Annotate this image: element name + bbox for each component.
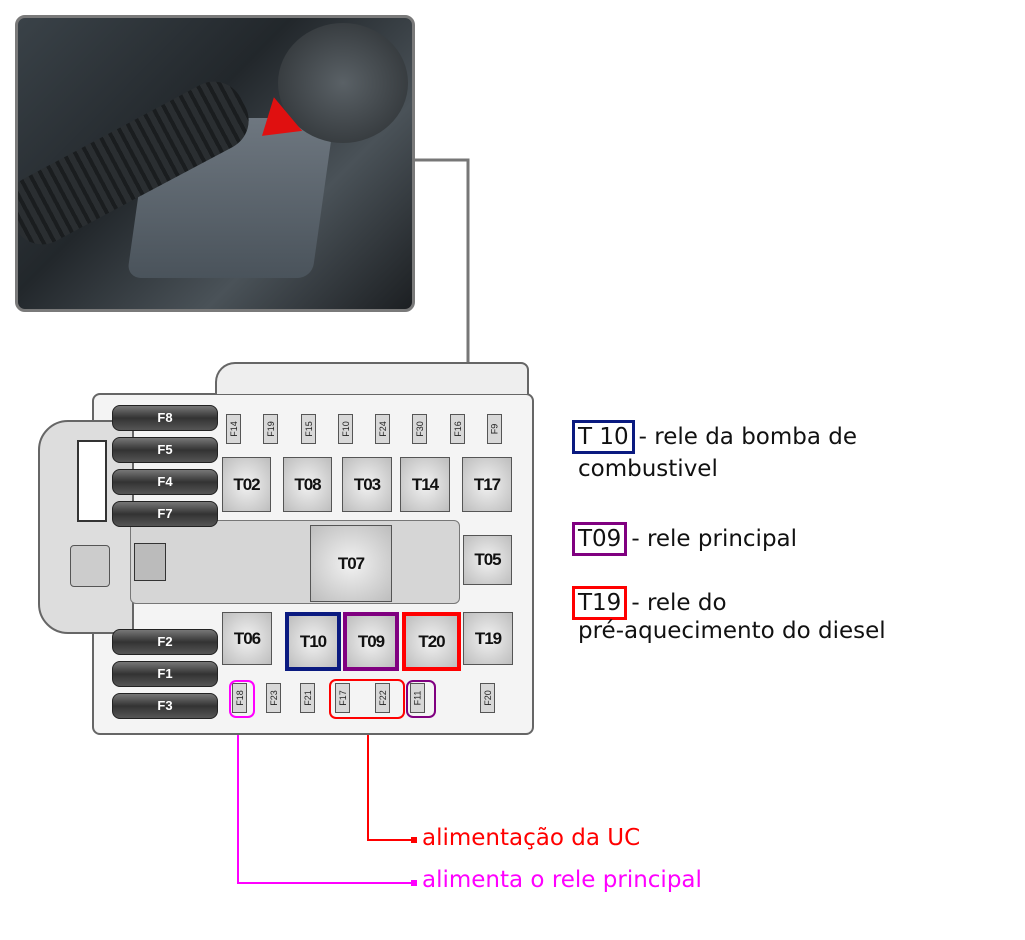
relay-highlighted: T09 (343, 612, 399, 671)
mini-fuse: F23 (266, 683, 281, 713)
relay-highlighted: T20 (402, 612, 461, 671)
mini-fuse-label: F20 (482, 690, 493, 706)
relay: T14 (400, 457, 450, 512)
legend-tag: T19 (572, 586, 628, 620)
mini-fuse: F17 (335, 683, 350, 713)
mini-fuse: F24 (375, 414, 390, 444)
mini-fuse: F30 (412, 414, 427, 444)
mini-fuse-label: F24 (377, 421, 388, 437)
relay: T17 (462, 457, 512, 512)
mini-fuse-label: F19 (265, 421, 276, 437)
engine-bay-photo (15, 15, 415, 312)
mini-fuse: F10 (338, 414, 353, 444)
relay-panel (130, 520, 460, 604)
legend-tag: T09 (572, 522, 628, 556)
relay: T07 (310, 525, 392, 602)
mini-fuse-label: F21 (302, 690, 313, 706)
mini-fuse: F16 (450, 414, 465, 444)
mini-fuse-label: F15 (303, 421, 314, 437)
mini-fuse: F15 (301, 414, 316, 444)
fuse-highlight-outline (406, 680, 436, 718)
mini-fuse: F19 (263, 414, 278, 444)
mini-fuse: F20 (480, 683, 495, 713)
principal-line (237, 712, 415, 884)
maxi-fuse: F7 (112, 501, 218, 527)
mini-fuse-label: F14 (228, 421, 239, 437)
mini-fuse: F9 (487, 414, 502, 444)
mini-fuse: F14 (226, 414, 241, 444)
legend-item: T19- rele do (572, 586, 727, 620)
fuse-box-top-housing (215, 362, 529, 394)
mini-fuse-label: F9 (489, 423, 500, 435)
relay: T02 (222, 457, 271, 512)
air-filter-housing (278, 23, 408, 143)
diode-connector (134, 543, 166, 581)
fuse-highlight-outline (329, 679, 405, 719)
maxi-fuse: F2 (112, 629, 218, 655)
note-principal: alimenta o rele principal (422, 867, 702, 893)
white-connector (77, 440, 107, 522)
principal-line-end (411, 880, 417, 886)
maxi-fuse: F3 (112, 693, 218, 719)
legend-text-continued: combustivel (578, 456, 718, 482)
ground-stud (70, 545, 110, 587)
mini-fuse-label: F10 (340, 421, 351, 437)
relay: T06 (222, 612, 272, 665)
relay: T08 (283, 457, 332, 512)
photo-connector-line (412, 158, 470, 372)
mini-fuse: F18 (232, 683, 247, 713)
maxi-fuse: F5 (112, 437, 218, 463)
legend-text: - rele do (631, 590, 727, 616)
relay: T03 (342, 457, 392, 512)
legend-text: - rele da bomba de (638, 424, 858, 450)
fuse-highlight-outline (229, 680, 255, 718)
uc-line (367, 712, 415, 841)
mini-fuse-label: F30 (414, 421, 425, 437)
mini-fuse-label: F23 (268, 690, 279, 706)
relay: T05 (463, 535, 512, 585)
mini-fuse: F22 (375, 683, 390, 713)
maxi-fuse: F8 (112, 405, 218, 431)
maxi-fuse: F1 (112, 661, 218, 687)
legend-text-continued: pré-aquecimento do diesel (578, 618, 886, 644)
mini-fuse: F21 (300, 683, 315, 713)
relay: T19 (463, 612, 513, 665)
uc-line-end (411, 837, 417, 843)
legend-item: T09- rele principal (572, 522, 797, 556)
mini-fuse: F11 (410, 683, 425, 713)
legend-item: T 10- rele da bomba de (572, 420, 857, 454)
relay-highlighted: T10 (285, 612, 341, 671)
legend-tag: T 10 (572, 420, 635, 454)
maxi-fuse: F4 (112, 469, 218, 495)
note-uc: alimentação da UC (422, 825, 641, 851)
legend-text: - rele principal (631, 526, 798, 552)
mini-fuse-label: F16 (452, 421, 463, 437)
